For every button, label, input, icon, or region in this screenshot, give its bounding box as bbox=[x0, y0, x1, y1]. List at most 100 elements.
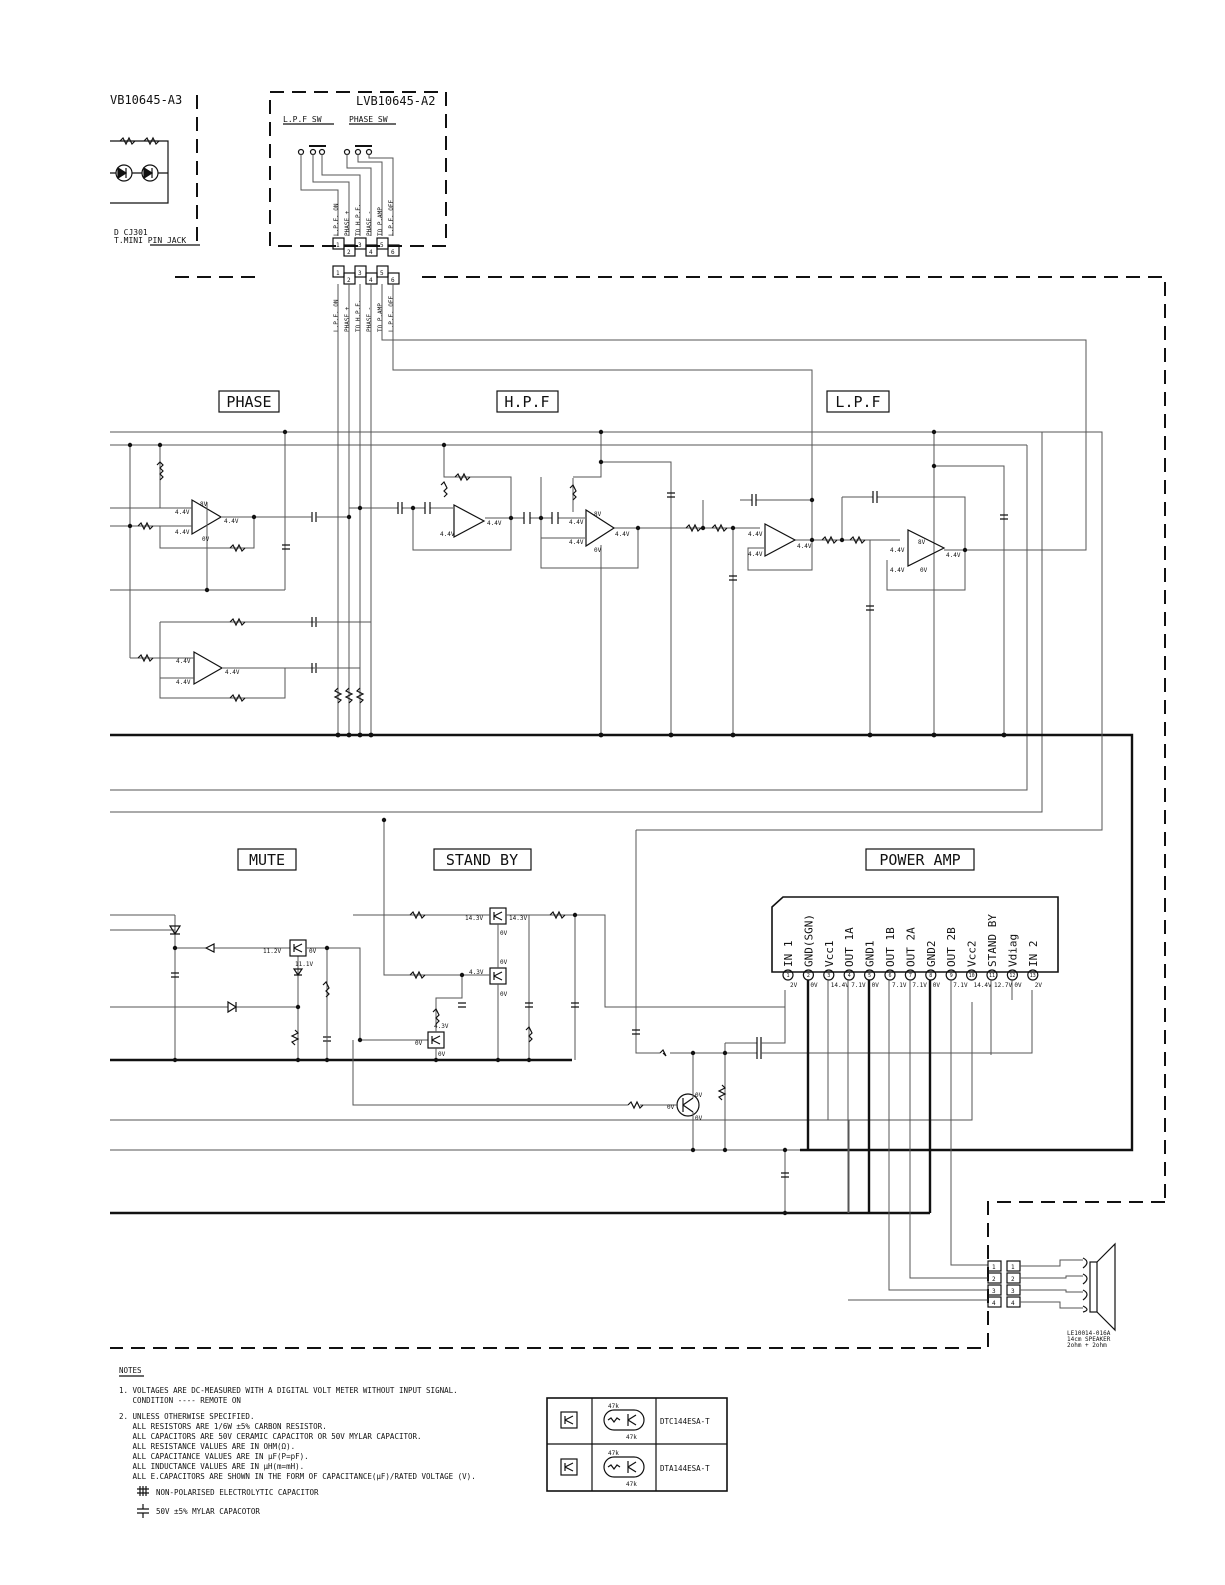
board-outlines bbox=[110, 91, 1166, 1349]
pa-pin-voltage: 7.1V bbox=[912, 982, 927, 989]
standby-section-title: STAND BY bbox=[446, 851, 518, 869]
pa-pin-number: 2 bbox=[807, 973, 810, 979]
pa-pin-name: GND2 bbox=[925, 941, 938, 968]
svg-text:2: 2 bbox=[347, 277, 351, 284]
connector-wires bbox=[110, 284, 1087, 813]
connector-lower: 1 2 3 4 5 6 L.P.F. ON PHASE + TO H.P.F. … bbox=[332, 265, 400, 332]
svg-text:0V: 0V bbox=[695, 1115, 703, 1122]
lower-signal-6: L.P.F. OFF bbox=[388, 295, 395, 332]
svg-text:0V: 0V bbox=[594, 547, 602, 554]
pa-pin-name: Vdiag bbox=[1006, 934, 1019, 967]
jack-label-1: D CJ301 bbox=[114, 228, 148, 237]
svg-text:1: 1 bbox=[1011, 1264, 1015, 1271]
svg-text:4.4V: 4.4V bbox=[748, 551, 763, 558]
pa-pin-13 bbox=[1027, 969, 1039, 981]
upper-signal-2: PHASE + bbox=[344, 210, 351, 236]
upper-signal-1: L.P.F. ON bbox=[333, 203, 340, 236]
pa-pin-number: 3 bbox=[827, 973, 830, 979]
svg-text:4.4V: 4.4V bbox=[797, 543, 812, 550]
svg-text:2. UNLESS OTHERWISE SPECIFIED.: 2. UNLESS OTHERWISE SPECIFIED. bbox=[119, 1412, 254, 1421]
pa-pin-name: Vcc1 bbox=[823, 941, 836, 968]
svg-text:2: 2 bbox=[1011, 1276, 1015, 1283]
pa-pin-number: 11 bbox=[989, 973, 995, 979]
svg-text:4.4V: 4.4V bbox=[225, 669, 240, 676]
svg-text:4: 4 bbox=[369, 277, 373, 284]
pa-pin-name: OUT 1A bbox=[843, 927, 856, 967]
speaker-label-1: LE10014-016A bbox=[1067, 1330, 1111, 1337]
svg-text:3: 3 bbox=[358, 242, 362, 249]
pa-pin-name: OUT 1B bbox=[884, 927, 897, 967]
svg-text:4: 4 bbox=[369, 249, 373, 256]
svg-text:CONDITION ---- REMOTE ON: CONDITION ---- REMOTE ON bbox=[119, 1396, 241, 1405]
svg-text:6: 6 bbox=[391, 249, 395, 256]
ground-buses bbox=[110, 732, 1134, 1215]
svg-text:14.3V: 14.3V bbox=[465, 915, 483, 922]
pa-pin-6 bbox=[884, 969, 896, 981]
pa-pin-name: GND(SGN) bbox=[802, 914, 815, 967]
svg-text:1. VOLTAGES ARE DC-MEASURED WI: 1. VOLTAGES ARE DC-MEASURED WITH A DIGIT… bbox=[119, 1386, 458, 1395]
svg-text:4: 4 bbox=[992, 1300, 996, 1307]
power-amp-section-title: POWER AMP bbox=[879, 851, 960, 869]
pa-pin-voltage: 2V bbox=[790, 982, 798, 989]
pa-pin-voltage: 7.1V bbox=[851, 982, 866, 989]
svg-text:4.4V: 4.4V bbox=[615, 531, 630, 538]
right-board-label: LVB10645-A2 bbox=[356, 94, 435, 108]
lower-signal-4: PHASE - bbox=[366, 307, 373, 332]
svg-text:5: 5 bbox=[380, 270, 384, 277]
pa-pin-3 bbox=[823, 969, 835, 981]
connector-upper: 1 2 3 4 5 6 L.P.F. ON PHASE + TO H.P.F. … bbox=[332, 199, 400, 257]
pa-pin-1 bbox=[782, 969, 794, 981]
pa-pin-voltage: 14.4V bbox=[831, 982, 849, 989]
svg-text:14.3V: 14.3V bbox=[509, 915, 527, 922]
pa-pin-number: 5 bbox=[868, 973, 871, 979]
pa-pin-voltage: 7.1V bbox=[953, 982, 968, 989]
lpf-switch-label: L.P.F SW bbox=[283, 115, 322, 124]
svg-text:4.4V: 4.4V bbox=[569, 539, 584, 546]
pa-pin-11 bbox=[986, 969, 998, 981]
svg-text:0V: 0V bbox=[309, 948, 317, 955]
legend-mylar: 50V ±5% MYLAR CAPACOTOR bbox=[156, 1507, 260, 1516]
svg-text:47k: 47k bbox=[608, 1450, 619, 1457]
svg-text:11.2V: 11.2V bbox=[263, 948, 281, 955]
svg-text:4.4V: 4.4V bbox=[569, 519, 584, 526]
notes-title: NOTES bbox=[119, 1366, 142, 1375]
svg-text:0V: 0V bbox=[415, 1040, 423, 1047]
svg-text:4.4V: 4.4V bbox=[748, 531, 763, 538]
svg-text:4.4V: 4.4V bbox=[487, 520, 502, 527]
speaker-connector: 1 2 3 4 1 2 3 4 bbox=[987, 1259, 1083, 1309]
pa-pin-number: 12 bbox=[1009, 973, 1015, 979]
legend-electrolytic: NON-POLARISED ELECTROLYTIC CAPACITOR bbox=[156, 1488, 319, 1497]
svg-text:8V: 8V bbox=[594, 511, 602, 518]
led-pair-icon bbox=[110, 136, 169, 204]
svg-text:ALL RESISTANCE VALUES ARE IN O: ALL RESISTANCE VALUES ARE IN OHM(Ω). bbox=[119, 1442, 295, 1451]
svg-text:8V: 8V bbox=[200, 501, 208, 508]
svg-text:3: 3 bbox=[1011, 1288, 1015, 1295]
jack-label-2: T.MINI PIN JACK bbox=[114, 236, 186, 245]
svg-text:3: 3 bbox=[358, 270, 362, 277]
svg-text:4.4V: 4.4V bbox=[890, 547, 905, 554]
svg-text:4: 4 bbox=[1011, 1300, 1015, 1307]
svg-text:11.1V: 11.1V bbox=[295, 961, 313, 968]
pa-pin-voltage: 0V bbox=[810, 982, 818, 989]
svg-text:ALL RESISTORS ARE 1/6W ±5% CAR: ALL RESISTORS ARE 1/6W ±5% CARBON RESIST… bbox=[119, 1422, 327, 1431]
svg-text:1: 1 bbox=[992, 1264, 996, 1271]
lower-signal-2: PHASE + bbox=[344, 306, 351, 332]
svg-text:ALL E.CAPACITORS ARE SHOWN IN: ALL E.CAPACITORS ARE SHOWN IN THE FORM O… bbox=[119, 1472, 476, 1481]
svg-text:2: 2 bbox=[992, 1276, 996, 1283]
left-board-label: VB10645-A3 bbox=[110, 93, 182, 107]
lpf-section-title: L.P.F bbox=[835, 393, 880, 411]
svg-text:8V: 8V bbox=[918, 539, 926, 546]
svg-text:0V: 0V bbox=[667, 1104, 675, 1111]
phase-switch-label: PHASE SW bbox=[349, 115, 388, 124]
svg-text:4.3V: 4.3V bbox=[434, 1023, 449, 1030]
svg-text:47k: 47k bbox=[626, 1434, 637, 1441]
pa-pin-voltage: 12.7V bbox=[994, 982, 1012, 989]
svg-text:1: 1 bbox=[336, 242, 340, 249]
notes-block: NOTES 1. VOLTAGES ARE DC-MEASURED WITH A… bbox=[119, 1366, 476, 1518]
part-number-dtc: DTC144ESA-T bbox=[660, 1417, 710, 1426]
svg-text:4.4V: 4.4V bbox=[946, 552, 961, 559]
pa-pin-number: 10 bbox=[969, 973, 975, 979]
svg-text:0V: 0V bbox=[438, 1051, 446, 1058]
svg-text:4.4V: 4.4V bbox=[175, 529, 190, 536]
